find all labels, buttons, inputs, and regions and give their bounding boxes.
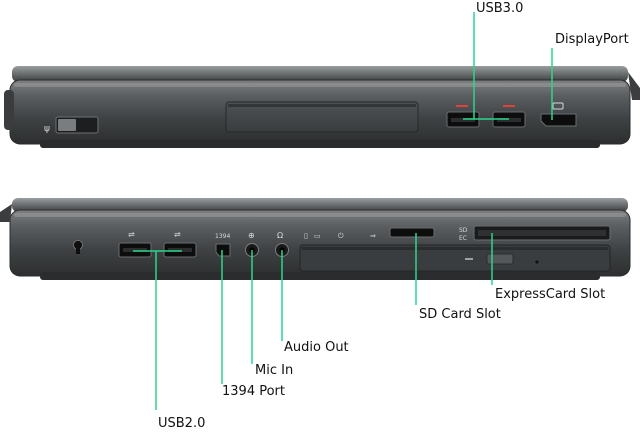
chassis-rim [40, 140, 600, 148]
drive-eject-button[interactable] [487, 254, 513, 264]
label-audio-out: Audio Out [284, 341, 349, 354]
expresscard-slot[interactable]: SD EC [459, 226, 610, 242]
label-1394-port: 1394 Port [222, 385, 285, 398]
firewire-tag: 1394 [215, 233, 230, 240]
sd-tag: SD [459, 227, 468, 234]
power-status-icon: ⏻ [338, 232, 344, 240]
mic-glyph-icon: ⊕ [248, 231, 255, 240]
laptop-side-bottom: ⇌ ⇌ 1394 ⊕ Ω ▯ ▭ ⏻ [0, 198, 630, 410]
label-mic-in: Mic In [255, 364, 293, 377]
hdd-status-icon: ▯ [304, 232, 308, 240]
sd-glyph-icon: ⇒ [370, 232, 376, 240]
label-usb3: USB3.0 [476, 2, 523, 15]
chassis-rim [40, 272, 600, 280]
wifi-glyph-icon: ψ [44, 124, 50, 134]
label-displayport: DisplayPort [555, 33, 629, 46]
label-usb2: USB2.0 [158, 417, 205, 430]
usb-glyph-icon: ⇌ [128, 230, 135, 239]
wifi-switch-knob [58, 119, 76, 131]
label-sd-card-slot: SD Card Slot [419, 308, 501, 321]
laptop-side-top: ψ [4, 12, 640, 148]
label-expresscard-slot: ExpressCard Slot [495, 288, 605, 301]
headphone-glyph-icon: Ω [277, 231, 283, 240]
recessed-panel-shadow [228, 104, 416, 107]
left-cap [4, 90, 14, 130]
express-tag: EC [459, 235, 467, 242]
battery-status-icon: ▭ [314, 232, 321, 240]
left-bumper [0, 204, 12, 222]
usb3-accent-mark [503, 105, 515, 107]
chassis-highlight [14, 83, 626, 87]
optical-drive[interactable] [300, 245, 610, 271]
drive-emergency-hole [535, 260, 538, 263]
usb-glyph-icon: ⇌ [174, 230, 181, 239]
chassis-highlight [14, 213, 626, 217]
drive-led [465, 258, 473, 260]
usb3-accent-mark [456, 105, 468, 107]
